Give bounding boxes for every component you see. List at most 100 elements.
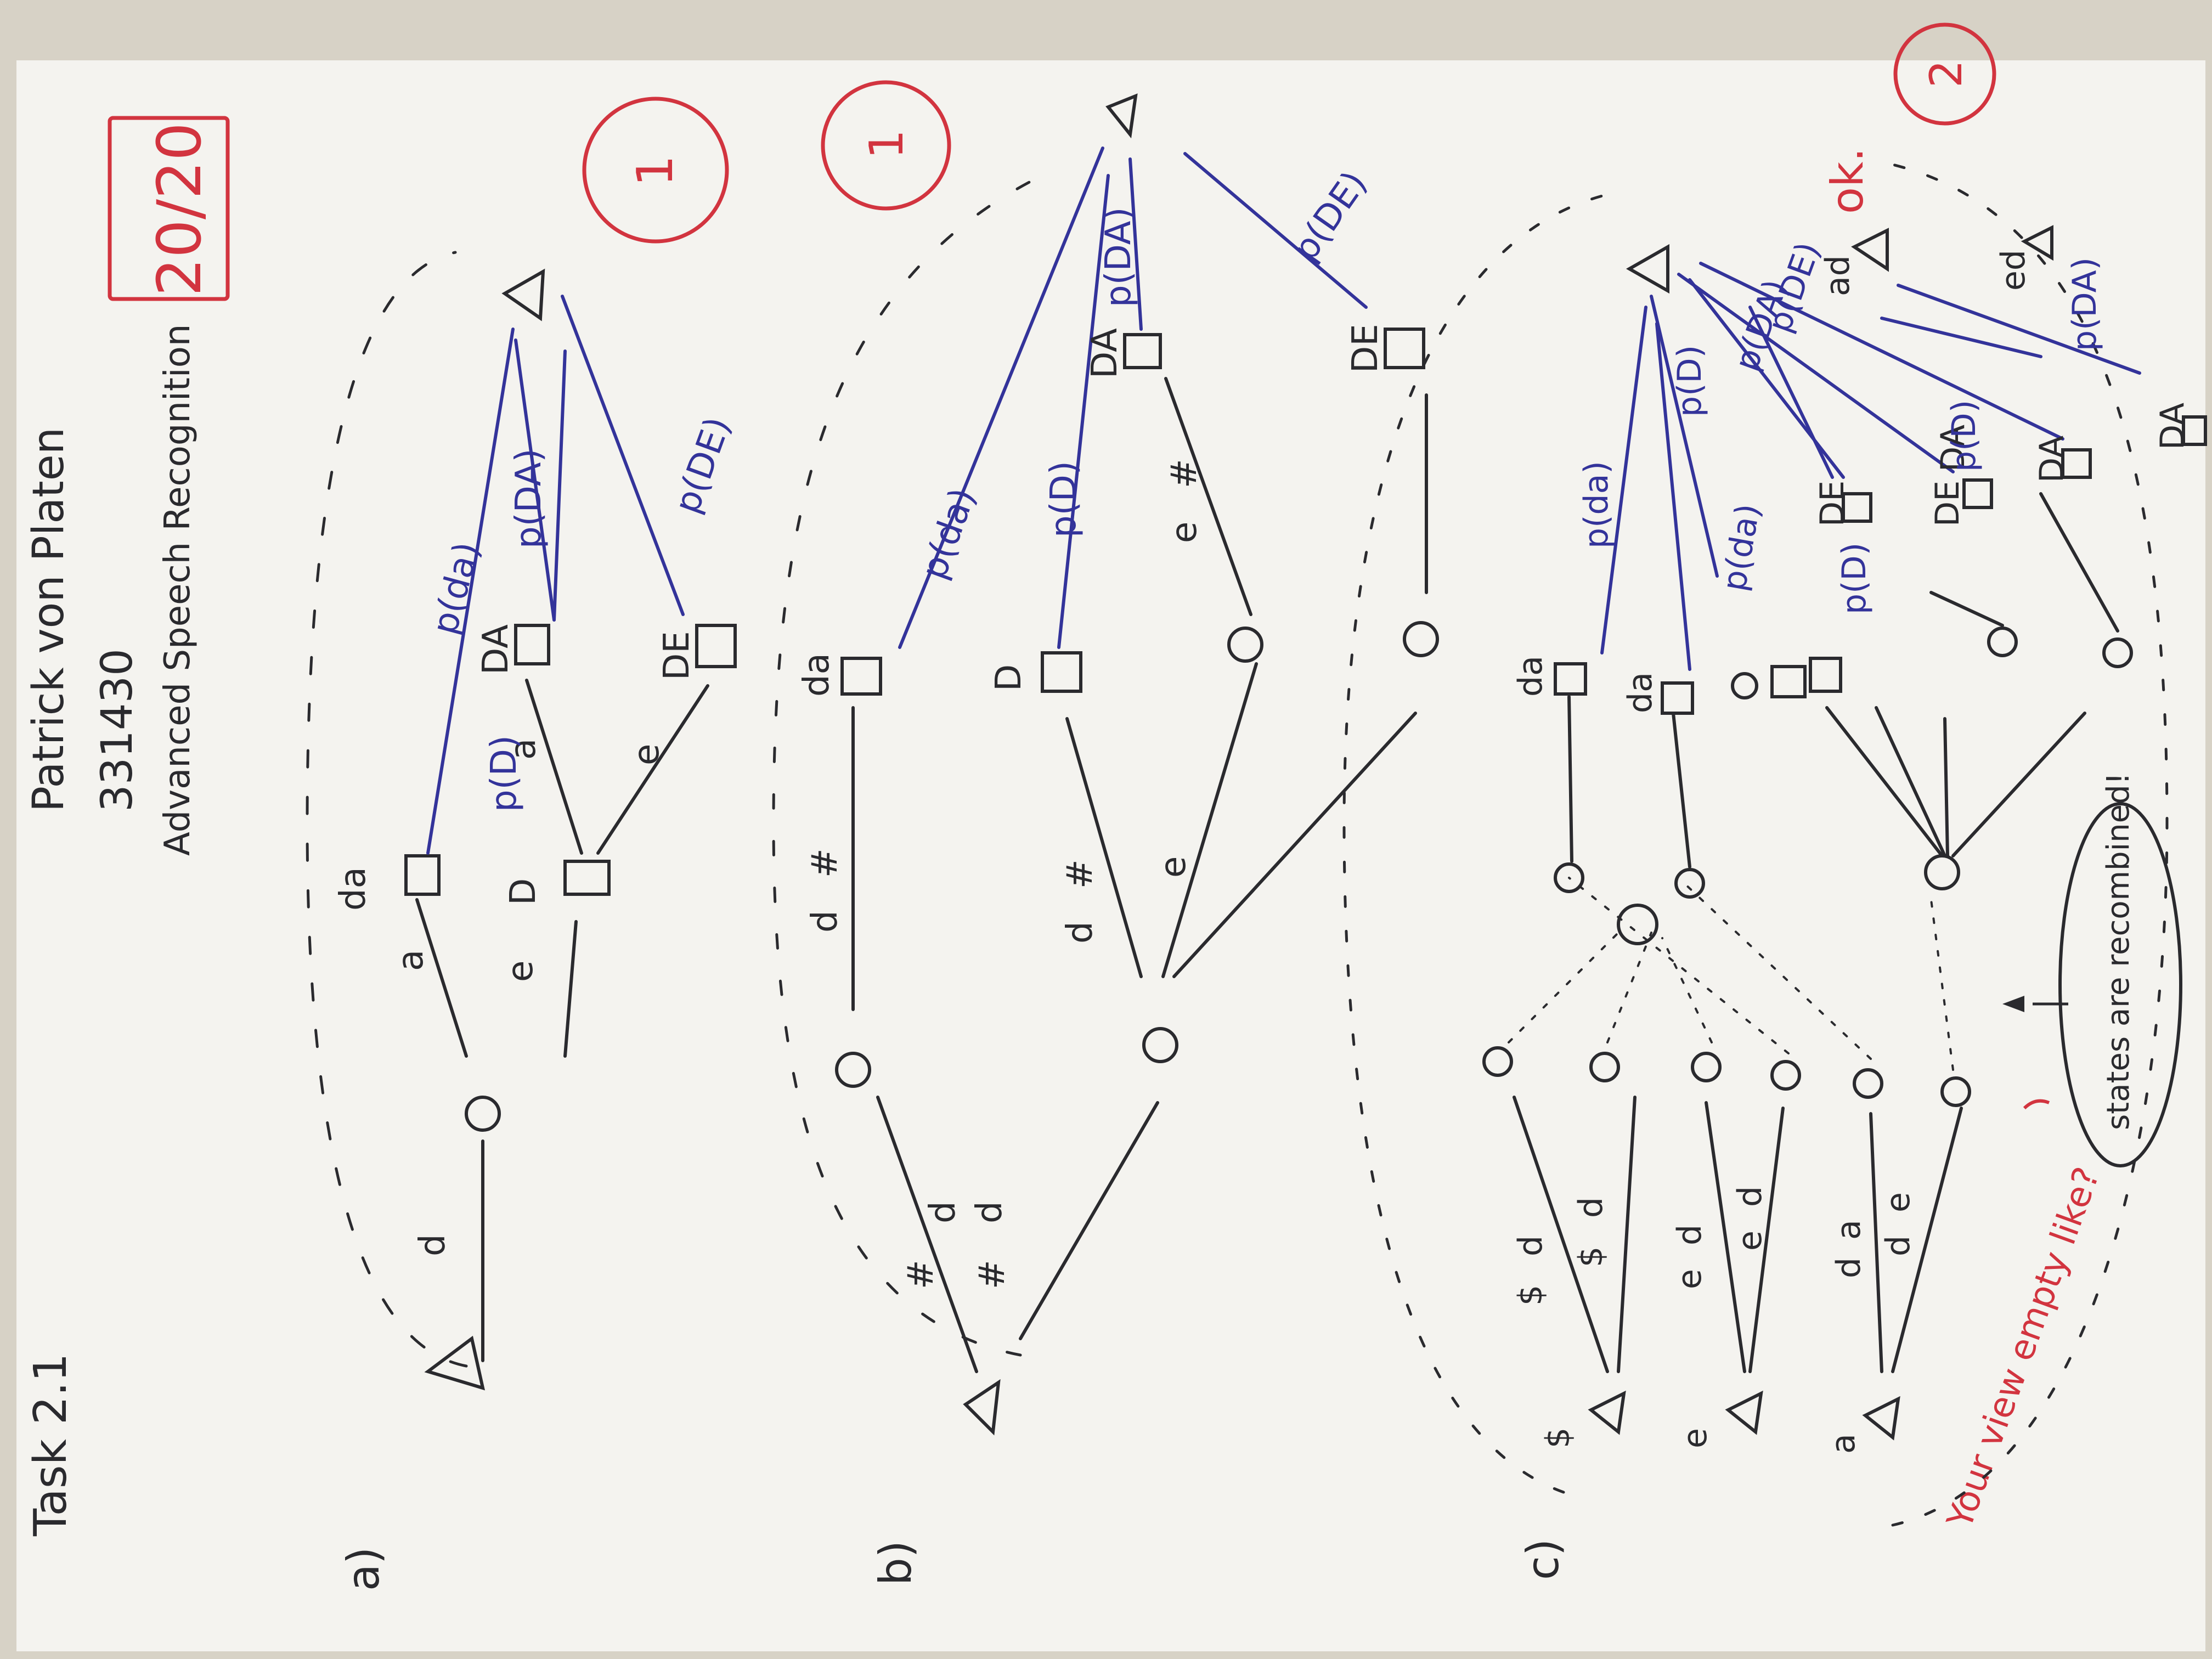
end-state-triangle	[501, 268, 545, 321]
svg-text:DA: DA	[2033, 436, 2071, 483]
svg-text:DA: DA	[1934, 425, 1972, 472]
diagram-b	[772, 93, 1439, 1436]
svg-text:a: a	[503, 738, 544, 760]
svg-text:d: d	[969, 1201, 1010, 1223]
svg-text:da: da	[333, 867, 374, 911]
svg-text:#: #	[805, 848, 845, 878]
svg-text:#: #	[972, 1260, 1013, 1289]
paper-sheet	[16, 60, 2205, 1651]
svg-text:$: $	[1539, 1427, 1577, 1448]
word-box-DE	[1384, 328, 1425, 369]
svg-text:p(D): p(D)	[1043, 461, 1084, 538]
svg-text:D: D	[989, 664, 1029, 691]
section-a-label: a)	[338, 1547, 389, 1591]
svg-text:da: da	[797, 653, 837, 697]
word-box-DA	[2061, 448, 2092, 479]
end-state-triangle	[1626, 244, 1669, 294]
svg-text:d: d	[1731, 1186, 1769, 1207]
svg-text:d: d	[1830, 1257, 1868, 1278]
svg-text:d: d	[805, 910, 845, 933]
word-box-DA	[1123, 333, 1162, 369]
word-box-da	[1661, 681, 1694, 715]
svg-text:d: d	[1879, 1235, 1917, 1256]
svg-text:p(da): p(da)	[1577, 461, 1616, 549]
svg-text:d: d	[1511, 1235, 1550, 1256]
svg-text:DE: DE	[1345, 324, 1386, 373]
svg-text:e: e	[627, 744, 667, 765]
student-id: 331430	[93, 648, 142, 812]
svg-text:e: e	[1671, 1269, 1709, 1289]
svg-text:Your view empty like?: Your view empty like?	[1939, 1162, 2108, 1534]
svg-text:DA: DA	[2153, 403, 2192, 450]
section-c-label: c)	[1517, 1539, 1568, 1580]
state-circle	[1940, 1076, 1971, 1107]
score-box: 20/20	[108, 116, 230, 301]
word-box-da	[404, 854, 441, 896]
svg-text:DE: DE	[1813, 481, 1852, 527]
state-circle	[1482, 1046, 1513, 1077]
state-circle	[1142, 1027, 1178, 1063]
svg-text:p(D): p(D)	[1835, 543, 1874, 614]
svg-text:e: e	[500, 961, 541, 982]
svg-text:DE: DE	[1928, 481, 1967, 527]
svg-text:a: a	[1824, 1434, 1863, 1454]
recombined-note: states are recombined!	[2002, 772, 2182, 1167]
svg-text:$: $	[1572, 1246, 1610, 1267]
svg-text:a: a	[1830, 1220, 1868, 1240]
svg-text:states are recombined!: states are recombined!	[2101, 772, 2136, 1130]
state-circle	[1589, 1052, 1620, 1082]
svg-text:1: 1	[860, 129, 914, 159]
student-name: Patrick von Platen	[24, 427, 74, 812]
start-state-triangle	[1588, 1390, 1626, 1435]
diagram-a-labels: d a e a e da D DA DE p(da) p(D) p(DA) p(…	[333, 412, 739, 1256]
svg-text:p(D): p(D)	[484, 735, 524, 812]
start-state-triangle	[1725, 1390, 1763, 1435]
svg-text:2: 2	[1921, 60, 1972, 88]
word-box-DE	[695, 624, 737, 668]
word-box-da	[1554, 662, 1587, 696]
start-state-triangle	[963, 1379, 1001, 1436]
end-state-triangle	[1105, 93, 1138, 139]
svg-text:#: #	[901, 1260, 941, 1289]
ok-mark: ok.	[1822, 148, 1873, 214]
state-circle	[1770, 1060, 1801, 1091]
svg-text:#: #	[1060, 859, 1101, 889]
diagram-c	[1342, 163, 2207, 1527]
svg-text:p(da): p(da)	[913, 483, 984, 584]
end-state-triangle	[2021, 225, 2053, 261]
word-box-D	[1041, 651, 1082, 693]
svg-text:DE: DE	[657, 631, 697, 680]
svg-text:ad: ad	[1819, 255, 1857, 296]
svg-text:p(D): p(D)	[1945, 400, 1983, 472]
svg-text:DA: DA	[476, 624, 516, 675]
svg-text:e: e	[1153, 856, 1194, 878]
svg-text:DA: DA	[1085, 328, 1125, 379]
svg-text:a: a	[391, 950, 431, 971]
mark-b: 1	[821, 80, 951, 211]
state-circle	[1403, 621, 1439, 657]
word-box-DE	[1842, 492, 1872, 523]
task-title: Task 2.1	[25, 1353, 77, 1537]
state-circle	[465, 1096, 501, 1132]
header-block: Task 2.1 Patrick von Platen 331430 Advan…	[24, 324, 198, 1537]
state-circle	[1617, 904, 1658, 945]
svg-text:p(da): p(da)	[425, 538, 488, 639]
state-circle	[835, 1052, 871, 1088]
start-state-triangle	[424, 1335, 486, 1391]
mark-a: 1	[582, 97, 729, 244]
svg-text:$: $	[1511, 1285, 1550, 1306]
score-text: 20/20	[144, 122, 215, 296]
mark-c: 2	[1893, 22, 1996, 126]
svg-text:e: e	[1676, 1428, 1714, 1448]
svg-text:d: d	[923, 1201, 963, 1223]
word-box-DA	[1962, 478, 1993, 509]
svg-text:p(DA): p(DA)	[1098, 207, 1139, 308]
diagram-c-labels: $ e a $ d $ d e d e d d a d e da da DA D…	[1511, 237, 2192, 1454]
svg-text:p(D): p(D)	[1671, 345, 1709, 417]
course-title: Advanced Speech Recognition	[157, 324, 198, 856]
svg-text:d: d	[413, 1234, 453, 1256]
red-comment: Your view empty like?	[1939, 1099, 2108, 1534]
svg-text:e: e	[1164, 522, 1205, 543]
svg-text:p(DA): p(DA)	[2066, 257, 2104, 351]
